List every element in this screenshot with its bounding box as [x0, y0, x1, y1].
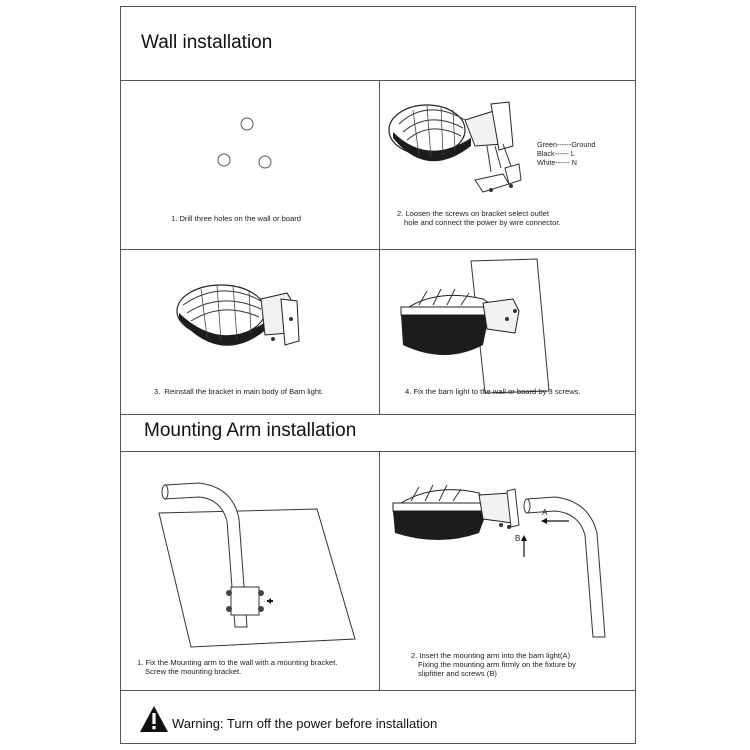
arm-step-2-caption-line-1: 2. Insert the mounting arm into the barn… — [411, 651, 571, 660]
wall-installation-title: Wall installation — [141, 32, 273, 53]
wire-green-ground: Green------Ground — [537, 140, 596, 149]
arm-step-2-caption-line-3: slipfitter and screws (B) — [418, 669, 497, 678]
divider — [379, 451, 380, 690]
drill-holes-illustration — [217, 117, 272, 169]
divider — [121, 414, 635, 415]
mounting-arm-wall-illustration — [158, 482, 356, 648]
divider — [121, 80, 635, 81]
label-a: A — [542, 508, 548, 517]
step-2-caption-line-2: hole and connect the power by wire conne… — [404, 218, 561, 227]
fix-to-wall-illustration — [400, 258, 550, 394]
divider — [121, 249, 635, 250]
divider — [379, 80, 380, 414]
step-2-caption-line-1: 2. Loosen the screws on bracket select o… — [397, 209, 549, 218]
arm-step-2-caption-line-2: Fixing the mounting arm firmly on the fi… — [418, 660, 576, 669]
divider — [121, 451, 635, 452]
warning-text: Warning: Turn off the power before insta… — [172, 716, 438, 731]
step-3-caption: 3. Reinstall the bracket in main body of… — [154, 387, 324, 396]
barn-light-wiring-illustration — [388, 101, 522, 193]
warning-icon — [140, 706, 168, 732]
arm-step-1-caption-line-2: Screw the mounting bracket. — [145, 667, 242, 676]
step-4-caption: 4. Fix the barn light to the wall or boa… — [405, 387, 581, 396]
label-b: B — [515, 534, 521, 543]
wire-white-n: White------ N — [537, 158, 577, 167]
wire-black-l: Black------ L — [537, 149, 575, 158]
instruction-sheet: Wall installation Mounting Arm installat… — [120, 6, 636, 744]
divider — [121, 690, 635, 691]
mounting-arm-installation-title: Mounting Arm installation — [144, 420, 357, 441]
step-1-caption: 1. Drill three holes on the wall or boar… — [171, 214, 302, 223]
arm-step-1-caption-line-1: 1. Fix the Mounting arm to the wall with… — [137, 658, 338, 667]
insert-mounting-arm-illustration — [392, 484, 606, 638]
reinstall-bracket-illustration — [176, 284, 300, 346]
